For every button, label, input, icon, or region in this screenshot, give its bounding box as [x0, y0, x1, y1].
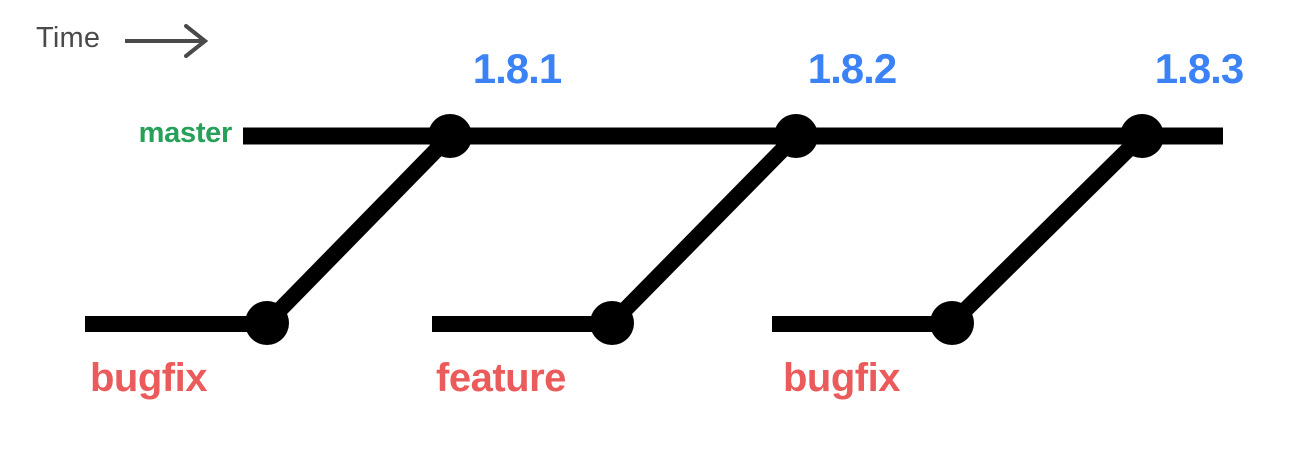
time-arrow-icon	[125, 24, 209, 58]
master-commit-node-1[interactable]	[428, 114, 472, 158]
merge-line-branch-2	[606, 130, 802, 329]
master-commit-node-3[interactable]	[1120, 114, 1164, 158]
branch-label-bugfix-1: bugfix	[90, 356, 207, 400]
branch-commit-node-3[interactable]	[930, 301, 974, 345]
merge-line-branch-1	[261, 130, 456, 329]
master-commit-node-2[interactable]	[774, 114, 818, 158]
master-branch-label: master	[138, 117, 233, 149]
version-tag-1-8-1: 1.8.1	[472, 45, 562, 92]
branch-commit-node-2[interactable]	[590, 301, 634, 345]
time-axis-label: Time	[36, 22, 101, 54]
merge-line-branch-3	[946, 130, 1148, 329]
version-tag-1-8-2: 1.8.2	[807, 45, 897, 92]
branch-label-feature: feature	[436, 356, 566, 400]
branch-label-bugfix-2: bugfix	[783, 356, 900, 400]
version-tag-1-8-3: 1.8.3	[1154, 45, 1244, 92]
branch-commit-node-1[interactable]	[245, 301, 289, 345]
